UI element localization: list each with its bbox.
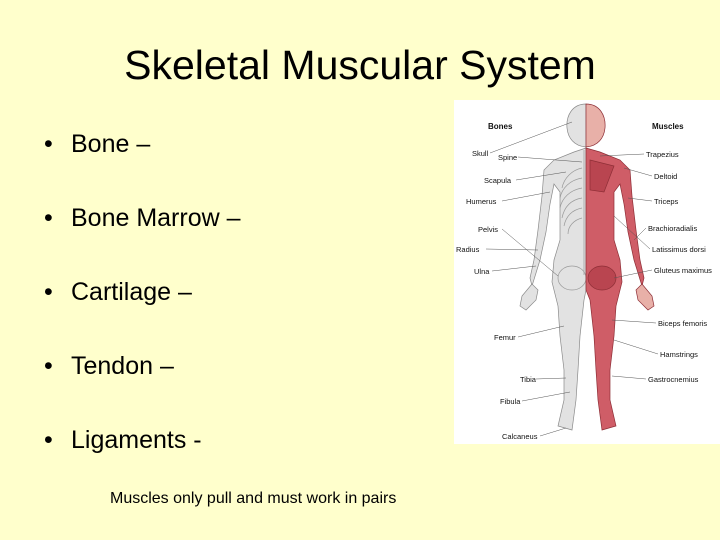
bullet-text: Ligaments - [71, 426, 202, 454]
bone-labels: Skull Spine Scapula Humerus Pelvis Radiu… [456, 149, 538, 441]
label-spine: Spine [498, 153, 517, 162]
label-femur: Femur [494, 333, 516, 342]
bullet-text: Cartilage – [71, 278, 192, 306]
label-pelvis: Pelvis [478, 225, 498, 234]
bullet-dot: • [44, 130, 53, 158]
label-brachioradialis: Brachioradialis [648, 224, 697, 233]
label-triceps: Triceps [654, 197, 679, 206]
muscle-half [585, 103, 655, 431]
bullet-text: Tendon – [71, 352, 174, 380]
label-biceps-femoris: Biceps femoris [658, 319, 707, 328]
anatomy-figure: Bones Muscles Skull Spine Scapula Humeru… [454, 100, 720, 444]
label-hamstrings: Hamstrings [660, 350, 698, 359]
label-radius: Radius [456, 245, 480, 254]
label-tibia: Tibia [520, 375, 537, 384]
label-skull: Skull [472, 149, 489, 158]
bullet-dot: • [44, 426, 53, 454]
bones-header: Bones [488, 122, 513, 131]
bullet-text: Bone – [71, 130, 151, 158]
bullet-dot: • [44, 278, 53, 306]
muscles-header: Muscles [652, 122, 684, 131]
label-deltoid: Deltoid [654, 172, 677, 181]
anatomy-illustration: Bones Muscles Skull Spine Scapula Humeru… [456, 103, 712, 441]
bullet-item: • Bone Marrow – [44, 200, 241, 236]
bullet-item: • Ligaments - [44, 422, 202, 458]
bullet-item: • Bone – [44, 126, 150, 162]
skeleton-half [519, 103, 587, 431]
bullet-dot: • [44, 352, 53, 380]
label-ulna: Ulna [474, 267, 490, 276]
bullet-text: Bone Marrow – [71, 204, 241, 232]
label-fibula: Fibula [500, 397, 521, 406]
label-humerus: Humerus [466, 197, 497, 206]
label-gastrocnemius: Gastrocnemius [648, 375, 699, 384]
bullet-item: • Tendon – [44, 348, 174, 384]
slide-title: Skeletal Muscular System [124, 42, 596, 88]
label-gluteus-maximus: Gluteus maximus [654, 266, 712, 275]
label-calcaneus: Calcaneus [502, 432, 538, 441]
bullet-item: • Cartilage – [44, 274, 192, 310]
label-latissimus-dorsi: Latissimus dorsi [652, 245, 706, 254]
bullet-dot: • [44, 204, 53, 232]
footnote: Muscles only pull and must work in pairs [110, 490, 397, 507]
muscle-leader-lines [599, 153, 659, 380]
bone-leader-lines [485, 121, 583, 437]
label-scapula: Scapula [484, 176, 512, 185]
muscle-labels: Trapezius Deltoid Triceps Brachioradiali… [646, 150, 712, 384]
label-trapezius: Trapezius [646, 150, 679, 159]
spine-ribs [557, 150, 587, 291]
